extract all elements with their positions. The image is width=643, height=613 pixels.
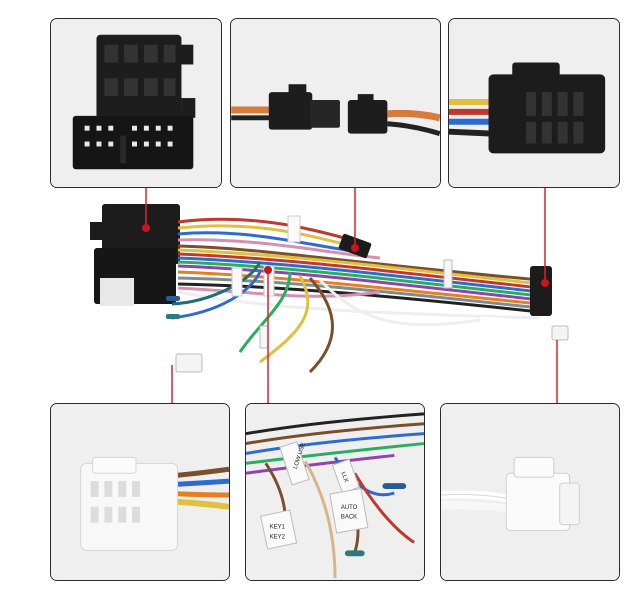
svg-text:LLX: LLX — [340, 471, 349, 483]
wire-tag-key: KEY2 KEY1 — [260, 509, 298, 550]
white-plug-left-illustration — [51, 404, 229, 580]
labelled-wires-illustration: LOW USE LLX BACK AUTO KEY2 KEY1 — [246, 404, 424, 580]
harness-illustration — [90, 204, 569, 374]
small-2pin-illustration — [231, 19, 440, 187]
wire-tag-low-use: LOW USE — [279, 441, 310, 486]
svg-text:KEY1: KEY1 — [270, 525, 285, 531]
panel-white-plug-small — [440, 403, 620, 581]
large-black-plug-illustration — [449, 19, 619, 187]
svg-text:AUTO: AUTO — [341, 505, 358, 511]
panel-large-black-plug — [448, 18, 620, 188]
harness-right-black-plug — [530, 266, 552, 316]
panel-white-plug-left — [50, 403, 230, 581]
svg-text:KEY2: KEY2 — [270, 534, 285, 540]
panel-iso-connector — [50, 18, 222, 188]
wire-tag-back: BACK AUTO — [329, 487, 369, 534]
svg-text:BACK: BACK — [341, 515, 357, 521]
wiring-harness — [60, 192, 590, 402]
panel-small-2pin — [230, 18, 441, 188]
panel-labelled-wires: LOW USE LLX BACK AUTO KEY2 KEY1 — [245, 403, 425, 581]
iso-connector-illustration — [51, 19, 221, 187]
white-plug-small-illustration — [441, 404, 619, 580]
